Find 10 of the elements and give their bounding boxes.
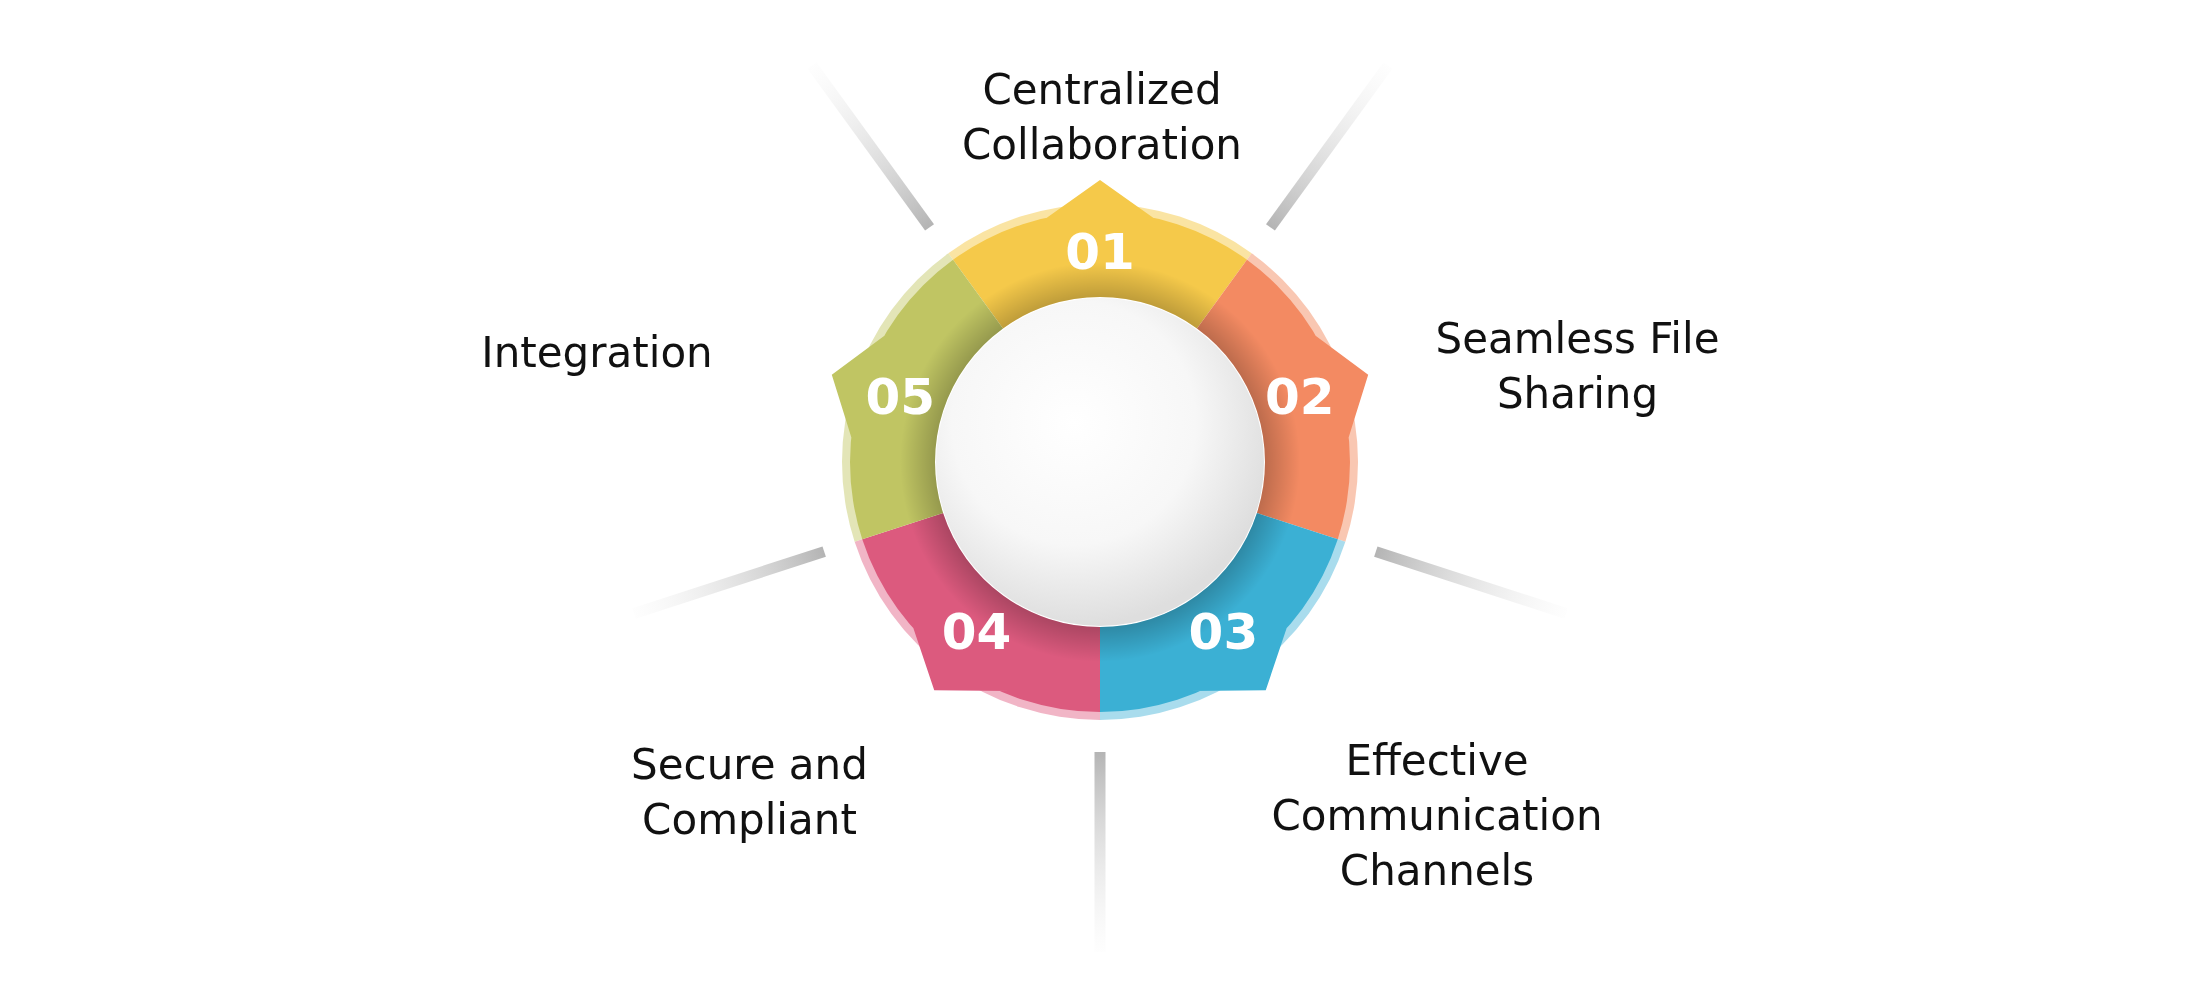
benefit-label: Integration [480, 327, 714, 379]
step-number: 01 [1065, 223, 1135, 281]
step-number: 02 [1264, 368, 1335, 427]
step-number: 04 [941, 602, 1012, 661]
step-number: 03 [1188, 602, 1259, 661]
benefit-label: Centralized Collaboration [961, 64, 1243, 171]
step-number: 05 [865, 368, 936, 427]
benefit-label: Seamless File Sharing [1434, 313, 1721, 420]
benefit-label: Effective Communication Channels [1270, 735, 1604, 898]
benefit-label: Secure and Compliant [630, 739, 869, 846]
